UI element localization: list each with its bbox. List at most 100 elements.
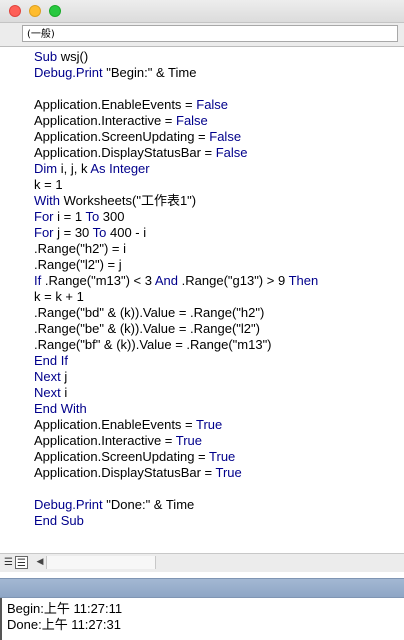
- code-keyword: To: [92, 225, 107, 240]
- code-token: Application.ScreenUpdating =: [34, 449, 210, 464]
- code-keyword: And: [154, 273, 179, 288]
- code-line[interactable]: Debug.Print "Done:" & Time: [34, 497, 318, 513]
- window-titlebar: [0, 0, 404, 23]
- code-token: .Range("h2") = i: [34, 241, 126, 256]
- code-line[interactable]: Debug.Print "Begin:" & Time: [34, 65, 318, 81]
- code-token: i = 1: [53, 209, 86, 224]
- editor-bottom-bar: ☰ ☰ ◀: [0, 553, 404, 572]
- code-token: Application.Interactive =: [34, 433, 176, 448]
- code-line[interactable]: Application.Interactive = True: [34, 433, 318, 449]
- code-token: i: [60, 385, 68, 400]
- code-keyword: False: [196, 97, 229, 112]
- code-keyword: As: [90, 161, 106, 176]
- code-token: wsj(): [57, 49, 89, 64]
- code-token: .Range("l2") = j: [34, 257, 122, 272]
- immediate-window-edge: [0, 598, 2, 640]
- code-line[interactable]: If .Range("m13") < 3 And .Range("g13") >…: [34, 273, 318, 289]
- code-token: k = 1: [34, 177, 63, 192]
- code-line[interactable]: [34, 81, 318, 97]
- pane-gap: [0, 572, 404, 578]
- code-keyword: False: [209, 129, 242, 144]
- code-token: k = k + 1: [34, 289, 84, 304]
- code-line[interactable]: .Range("bf" & (k)).Value = .Range("m13"): [34, 337, 318, 353]
- code-token: .Range("bd" & (k)).Value = .Range("h2"): [34, 305, 265, 320]
- code-keyword: True: [196, 417, 223, 432]
- full-module-view-icon[interactable]: ☰: [15, 556, 28, 569]
- code-line[interactable]: Next j: [34, 369, 318, 385]
- code-token: Worksheets("工作表1"): [60, 193, 197, 208]
- code-line[interactable]: Dim i, j, k As Integer: [34, 161, 318, 177]
- immediate-output-line: Done:上午 11:27:31: [7, 617, 121, 632]
- code-token: .Range("be" & (k)).Value = .Range("l2"): [34, 321, 260, 336]
- code-keyword: Then: [288, 273, 319, 288]
- code-line[interactable]: k = k + 1: [34, 289, 318, 305]
- code-token: Application.DisplayStatusBar =: [34, 465, 216, 480]
- code-line[interactable]: Application.EnableEvents = True: [34, 417, 318, 433]
- code-keyword: False: [176, 113, 208, 128]
- code-token: .Range("g13") > 9: [178, 273, 289, 288]
- code-line[interactable]: Application.DisplayStatusBar = False: [34, 145, 318, 161]
- procedure-view-icon[interactable]: ☰: [4, 557, 13, 568]
- procedure-bar: (一般): [0, 23, 404, 47]
- code-line[interactable]: With Worksheets("工作表1"): [34, 193, 318, 209]
- horizontal-scrollbar[interactable]: [46, 556, 156, 569]
- object-dropdown[interactable]: (一般): [22, 25, 398, 42]
- code-line[interactable]: Next i: [34, 385, 318, 401]
- code-line[interactable]: Application.DisplayStatusBar = True: [34, 465, 318, 481]
- code-keyword: Sub: [34, 49, 58, 64]
- code-line[interactable]: Application.ScreenUpdating = True: [34, 449, 318, 465]
- code-token: Application.DisplayStatusBar =: [34, 145, 216, 160]
- close-window-button[interactable]: [9, 5, 21, 17]
- code-text[interactable]: Sub wsj()Debug.Print "Begin:" & Time App…: [34, 49, 318, 529]
- code-keyword: With: [34, 193, 60, 208]
- code-keyword: For: [34, 209, 54, 224]
- code-keyword: Next: [34, 369, 61, 384]
- scroll-left-arrow-icon[interactable]: ◀: [36, 557, 44, 567]
- code-line[interactable]: Application.EnableEvents = False: [34, 97, 318, 113]
- code-line[interactable]: [34, 481, 318, 497]
- code-keyword: End If: [34, 353, 68, 368]
- code-line[interactable]: End Sub: [34, 513, 318, 529]
- immediate-output-line: Begin:上午 11:27:11: [7, 601, 123, 616]
- immediate-window-titlebar[interactable]: [0, 578, 404, 598]
- code-keyword: For: [34, 225, 54, 240]
- code-line[interactable]: For j = 30 To 400 - i: [34, 225, 318, 241]
- code-line[interactable]: .Range("bd" & (k)).Value = .Range("h2"): [34, 305, 318, 321]
- zoom-window-button[interactable]: [49, 5, 61, 17]
- code-line[interactable]: .Range("be" & (k)).Value = .Range("l2"): [34, 321, 318, 337]
- code-token: 400 - i: [106, 225, 147, 240]
- code-line[interactable]: Application.Interactive = False: [34, 113, 318, 129]
- code-editor[interactable]: Sub wsj()Debug.Print "Begin:" & Time App…: [0, 47, 404, 552]
- code-line[interactable]: End With: [34, 401, 318, 417]
- code-keyword: Next: [34, 385, 61, 400]
- code-token: .Range("m13") < 3: [41, 273, 155, 288]
- margin-indicator-bar[interactable]: [0, 47, 22, 552]
- code-line[interactable]: .Range("l2") = j: [34, 257, 318, 273]
- code-token: "Done:" & Time: [102, 497, 195, 512]
- code-token: Application.Interactive =: [34, 113, 176, 128]
- code-keyword: True: [215, 465, 242, 480]
- code-keyword: Debug.Print: [34, 65, 103, 80]
- code-line[interactable]: Application.ScreenUpdating = False: [34, 129, 318, 145]
- code-keyword: If: [34, 273, 42, 288]
- code-keyword: End Sub: [34, 513, 84, 528]
- code-line[interactable]: Sub wsj(): [34, 49, 318, 65]
- code-keyword: True: [175, 433, 203, 448]
- code-keyword: True: [209, 449, 236, 464]
- code-keyword: Dim: [34, 161, 58, 176]
- code-line[interactable]: k = 1: [34, 177, 318, 193]
- minimize-window-button[interactable]: [29, 5, 41, 17]
- code-token: j = 30: [53, 225, 93, 240]
- code-line[interactable]: For i = 1 To 300: [34, 209, 318, 225]
- code-line[interactable]: End If: [34, 353, 318, 369]
- code-keyword: Integer: [109, 161, 150, 176]
- code-keyword: End With: [34, 401, 87, 416]
- code-token: i, j, k: [57, 161, 91, 176]
- code-token: j: [60, 369, 68, 384]
- code-token: 300: [99, 209, 125, 224]
- code-token: "Begin:" & Time: [102, 65, 197, 80]
- code-line[interactable]: .Range("h2") = i: [34, 241, 318, 257]
- code-keyword: False: [215, 145, 248, 160]
